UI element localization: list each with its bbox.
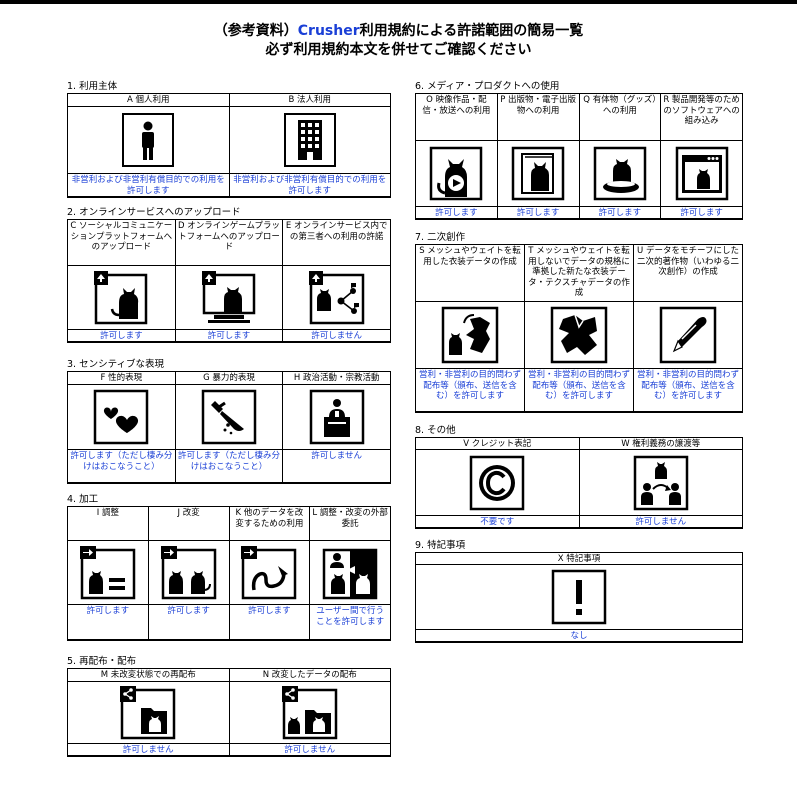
cell-n-modified-distribution: N 改変したデータの配布 許可しません: [228, 669, 390, 755]
section-grid: A 個人利用 非営利および非営利有償目的での利用を許可します B 法人利用: [67, 93, 391, 198]
clothes-icon: [550, 306, 608, 364]
cell-v-credit: V クレジット表記 不要です: [416, 438, 579, 527]
cell-o-video: O 映像作品・配信・放送への利用 許可します: [416, 94, 497, 218]
hearts-icon: [94, 389, 149, 445]
cell-m-unmodified-redistribution: M 未改変状態での再配布 許可しません: [68, 669, 229, 755]
goods-cat-icon: [593, 146, 647, 200]
cell-e-third-party-license: E オンラインサービス内での第三者への利用の許諾 許可しません: [282, 220, 391, 341]
section-sensitive-expression: 3. センシティブな表現 F 性的表現 許可します（ただし棲み分けはおこなうこと…: [67, 359, 391, 484]
page-subtitle: 必ず利用規約本文を併せてご確認ください: [265, 42, 532, 58]
section-modification: 4. 加工 I 調整 許可します J 改変: [67, 494, 391, 641]
cat-clothes-icon: [441, 306, 499, 364]
share-cats-icon: [308, 270, 364, 324]
exclamation-icon: [551, 569, 607, 625]
knife-icon: [201, 389, 257, 445]
cell-g-violent: G 暴力的表現 許可します（ただし棲み分けはおこなうこと）: [174, 372, 283, 482]
tail-icon: [241, 545, 297, 599]
two-cats-icon: [160, 545, 216, 599]
person-icon: [122, 113, 175, 167]
cell-h-political: H 政治活動・宗教活動 許可しません: [282, 372, 391, 482]
cell-a-personal: A 個人利用 非営利および非営利有償目的での利用を許可します: [68, 94, 229, 196]
cell-s-mesh-clothing: S メッシュやウェイトを転用した衣装データの作成 営利・非営利の目的問わず配布等…: [416, 245, 524, 411]
section-online-upload: 2. オンラインサービスへのアップロード C ソーシャルコミュニケーションプラッ…: [67, 207, 391, 343]
cell-k-use-for-other: K 他のデータを改変するための利用 許可します: [228, 507, 310, 639]
building-icon: [283, 113, 336, 167]
window-cat-icon: [675, 146, 728, 200]
cell-x-special-notes: X 特記事項 なし: [416, 553, 742, 641]
section-special-notes: 9. 特記事項 X 特記事項 なし: [415, 540, 743, 643]
pen-icon: [659, 306, 717, 364]
transfer-icon: [633, 455, 688, 510]
section-media-products: 6. メディア・プロダクトへの使用 O 映像作品・配信・放送への利用 許可します…: [415, 81, 743, 220]
share-folder-cats-icon: [281, 685, 337, 739]
cell-c-social-upload: C ソーシャルコミュニケーションプラットフォームへのアップロード 許可します: [68, 220, 175, 341]
cell-j-alter: J 改変 許可します: [147, 507, 229, 639]
cat-equals-icon: [79, 545, 136, 599]
cell-b-corporate: B 法人利用 非営利および非営利有償目的での利用を許可します: [228, 94, 390, 196]
cell-q-goods: Q 有体物（グッズ）への利用 許可します: [578, 94, 661, 218]
upload-cat-monitor-icon: [202, 270, 256, 323]
share-folder-icon: [120, 685, 176, 739]
book-cat-icon: [511, 146, 565, 200]
cell-p-publication: P 出版物・電子出版物への利用 許可します: [496, 94, 579, 218]
section-derivative-works: 7. 二次創作 S メッシュやウェイトを転用した衣装データの作成 営利・非営利の…: [415, 232, 743, 413]
cell-f-sexual: F 性的表現 許可します（ただし棲み分けはおこなうこと）: [68, 372, 175, 482]
cell-r-software: R 製品開発等のためのソフトウェアへの組み込み 許可します: [660, 94, 742, 218]
cell-w-rights-transfer: W 権利義務の譲渡等 許可しません: [578, 438, 742, 527]
copyright-icon: [470, 455, 525, 510]
section-usage-subject: 1. 利用主体 A 個人利用 非営利および非営利有償目的での利用を許可します B…: [67, 81, 391, 198]
brand-name: Crusher: [297, 23, 360, 39]
section-redistribution: 5. 再配布・配布 M 未改変状態での再配布 許可しません N 改変したデータの…: [67, 656, 391, 757]
section-other: 8. その他 V クレジット表記 不要です W 権利義務の譲渡等: [415, 425, 743, 529]
outsource-icon: [322, 548, 378, 599]
podium-icon: [309, 389, 364, 445]
cell-u-derivative: U データをモチーフにした二次的著作物（いわゆる二次創作）の作成 営利・非営利の…: [633, 245, 742, 411]
upload-cat-icon: [94, 270, 148, 324]
video-cat-icon: [430, 146, 483, 200]
page-title: （参考資料）Crusher利用規約による許諾範囲の簡易一覧 必ず利用規約本文を併…: [0, 22, 797, 60]
cell-i-adjust: I 調整 許可します: [68, 507, 148, 639]
cell-t-new-clothing: T メッシュやウェイトを転用しないでデータの規格に準拠した新たな衣装データ・テク…: [524, 245, 633, 411]
cell-d-game-upload: D オンラインゲームプラットフォームへのアップロード 許可します: [174, 220, 283, 341]
cell-l-outsource: L 調整・改変の外部委託 ユーザー間で行うことを許可します: [309, 507, 390, 639]
top-border: [0, 0, 797, 4]
